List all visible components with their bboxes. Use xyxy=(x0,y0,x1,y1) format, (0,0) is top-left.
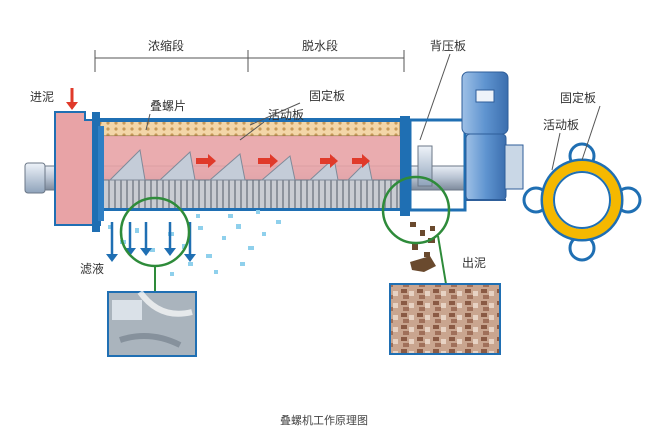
thickening-section-label: 浓缩段 xyxy=(148,38,184,53)
sludge-inlet-label: 进泥 xyxy=(30,90,54,104)
dewatering-section-label: 脱水段 xyxy=(302,38,338,53)
back-plate-leader xyxy=(419,53,451,141)
moving-plate-label: 活动板 xyxy=(268,108,304,122)
fixed-plate-right-label: 固定板 xyxy=(560,90,596,105)
moving-plate-right-leader xyxy=(551,132,561,171)
diagram-caption: 叠螺机工作原理图 xyxy=(280,413,368,427)
back-plate-label: 背压板 xyxy=(430,39,466,53)
filtrate-callout xyxy=(107,196,197,357)
shaft-end-cap xyxy=(24,162,46,194)
moving-plate-leader xyxy=(239,121,265,141)
stacked-screw-plate-label: 叠螺片 xyxy=(150,99,186,113)
inlet-arrow xyxy=(66,88,78,110)
drive-motor xyxy=(461,71,524,201)
stacked-screw-plate-leader xyxy=(145,113,151,131)
dimension-lines xyxy=(94,50,405,72)
fixed-plate-leader xyxy=(249,102,301,126)
screw-flights xyxy=(108,148,373,181)
right-frame xyxy=(400,116,467,216)
fixed-plate-label: 固定板 xyxy=(309,88,345,103)
left-frame xyxy=(92,112,104,232)
filtrate-arrows xyxy=(106,222,196,262)
sludge-outlet-label: 出泥 xyxy=(462,256,486,270)
screw-drum xyxy=(99,118,401,211)
sludge-chunks xyxy=(410,222,436,272)
ring-plate-detail xyxy=(522,142,642,262)
filtrate-droplets xyxy=(108,210,281,276)
flow-arrows xyxy=(196,154,370,168)
filtrate-label: 滤液 xyxy=(80,261,104,276)
sludge-callout xyxy=(381,175,501,355)
moving-plate-right-label: 活动板 xyxy=(543,118,579,132)
fixed-plate-right-leader xyxy=(581,105,601,161)
